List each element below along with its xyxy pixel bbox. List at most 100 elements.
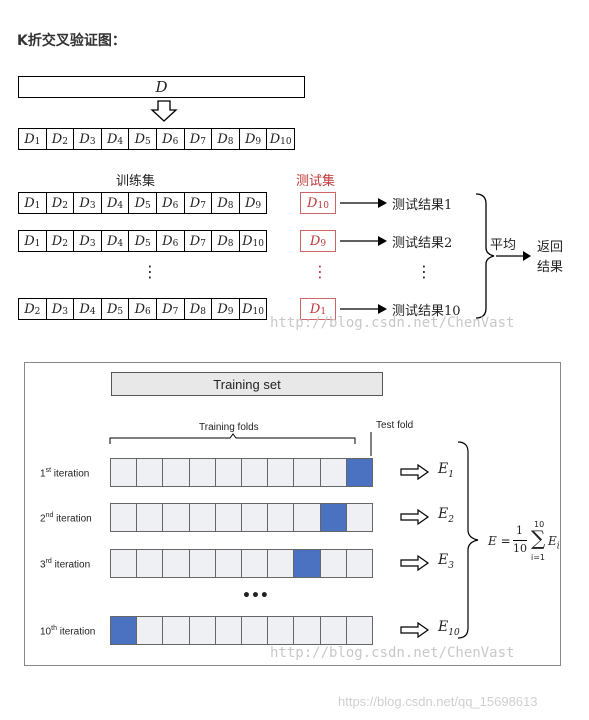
fold-letter: D	[189, 301, 201, 317]
fold-index: 6	[145, 307, 151, 317]
fold-letter: D	[106, 233, 118, 249]
test-set-label: 测试集	[296, 174, 336, 189]
training-fold-cell	[345, 503, 373, 532]
training-fold-cell	[188, 616, 216, 645]
iteration-folds	[110, 549, 373, 578]
formula-frac-den: 10	[513, 542, 527, 555]
fold-letter: D	[24, 195, 35, 211]
fold-letter: D	[217, 131, 228, 147]
fold-letter: D	[162, 195, 173, 211]
fold-index: 7	[200, 239, 206, 249]
training-folds-label: Training folds	[199, 422, 259, 433]
fold-index: 1	[34, 239, 41, 249]
training-fold-cell	[188, 549, 216, 578]
dataset-label: D	[155, 78, 168, 96]
training-fold-cell	[293, 458, 321, 487]
formula-sum-bottom: i=1	[531, 553, 546, 562]
fold-index: 3	[89, 201, 96, 211]
training-fold-cell	[345, 616, 373, 645]
fold-letter: D	[217, 233, 228, 249]
return-label-1: 返回	[537, 240, 564, 255]
fold-index: 8	[227, 201, 234, 211]
fold-letter: D	[79, 195, 90, 211]
fold-letter: D	[51, 131, 63, 147]
error-label: E3	[438, 552, 454, 571]
fold-index: 9	[255, 137, 262, 147]
test-fold-cell	[110, 616, 138, 645]
fold-index: 2	[62, 239, 68, 249]
iteration-label: 3rd iteration	[40, 558, 91, 571]
fold-index: 7	[200, 137, 206, 147]
fold-index: 4	[117, 201, 124, 211]
right-arrow-icon	[340, 236, 387, 246]
training-fold-cell	[110, 503, 138, 532]
fold-letter: D	[189, 131, 201, 147]
right-arrow-icon	[340, 198, 387, 208]
average-label: 平均	[490, 238, 517, 253]
training-fold-cell	[319, 616, 347, 645]
training-fold-cell	[214, 616, 242, 645]
training-fold-cell	[345, 549, 373, 578]
test-fold-label: Test fold	[376, 420, 414, 431]
test-result-label: 测试结果1	[392, 198, 453, 213]
fold-letter: D	[309, 233, 321, 249]
train-set-label: 训练集	[116, 174, 156, 189]
iteration-folds	[110, 458, 373, 487]
training-fold-cell	[136, 458, 164, 487]
test-result-label: 测试结果10	[392, 304, 461, 319]
training-fold-cell	[267, 503, 295, 532]
fold-letter: D	[189, 195, 201, 211]
right-arrow-icon	[340, 304, 387, 314]
fold-letter: D	[162, 131, 173, 147]
mean-formula: E = 1 10 10 ∑ i=1 Ei	[488, 520, 560, 576]
fold-index: 9	[255, 201, 262, 211]
training-fold-cell	[188, 458, 216, 487]
fold-letter: D	[242, 233, 253, 249]
fold-letter: D	[217, 195, 228, 211]
training-fold-cell	[240, 616, 269, 645]
training-fold-cell	[162, 458, 190, 487]
watermark-top: http://blog.csdn.net/ChenVast	[270, 315, 515, 331]
training-fold-cell	[240, 549, 269, 578]
fold-letter: D	[309, 301, 321, 317]
fold-index: 4	[89, 307, 96, 317]
fold-index: 5	[145, 137, 151, 147]
watermark-bottom: http://blog.csdn.net/ChenVast	[270, 645, 515, 661]
ellipsis-right: ⋮	[416, 262, 432, 281]
iteration-folds	[110, 616, 373, 645]
iteration-ellipsis: •••	[242, 588, 269, 604]
fold-letter: D	[217, 301, 228, 317]
training-fold-cell	[214, 503, 242, 532]
training-fold-cell	[267, 549, 295, 578]
hollow-arrow-icon	[400, 464, 430, 480]
training-fold-cell	[214, 549, 242, 578]
fold-letter: D	[106, 131, 118, 147]
fold-letter: D	[244, 131, 256, 147]
fold-index: 5	[145, 239, 151, 249]
test-fold-cell	[293, 549, 321, 578]
fold-index: 6	[172, 201, 179, 211]
fold-letter: D	[269, 131, 281, 147]
result-brace	[457, 441, 479, 639]
